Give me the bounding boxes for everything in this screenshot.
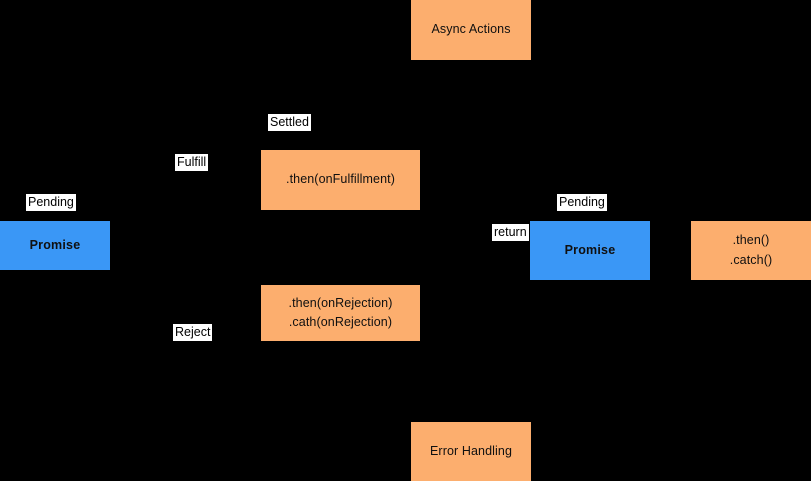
- edge-label-settled: Settled: [267, 113, 312, 132]
- node-promise-pending-left[interactable]: Promise: [0, 221, 110, 270]
- node-label-then-catch-on-rejection: .then(onRejection) .cath(onRejection): [288, 295, 393, 329]
- node-promise-pending-right[interactable]: Promise: [530, 221, 650, 280]
- node-then-on-fulfillment[interactable]: .then(onFulfillment): [261, 150, 420, 210]
- node-label-then-on-fulfillment: .then(onFulfillment): [286, 172, 395, 187]
- edge-label-pending-left: Pending: [25, 193, 77, 212]
- edge-label-return: return: [491, 223, 530, 242]
- node-label-promise-pending-right: Promise: [564, 242, 616, 257]
- node-async-actions[interactable]: Async Actions: [411, 0, 531, 60]
- node-label-error-handling: Error Handling: [430, 443, 512, 458]
- edge-label-pending-right: Pending: [556, 193, 608, 212]
- edge-label-fulfill: Fulfill: [174, 153, 210, 172]
- node-label-then-catch: .then() .catch(): [729, 233, 773, 267]
- node-then-catch-on-rejection[interactable]: .then(onRejection) .cath(onRejection): [261, 285, 420, 341]
- node-error-handling[interactable]: Error Handling: [411, 422, 531, 481]
- node-label-promise-pending-left: Promise: [29, 237, 81, 252]
- edge-label-reject: Reject: [172, 323, 214, 342]
- node-then-catch[interactable]: .then() .catch(): [691, 221, 811, 280]
- node-label-async-actions: Async Actions: [431, 22, 511, 37]
